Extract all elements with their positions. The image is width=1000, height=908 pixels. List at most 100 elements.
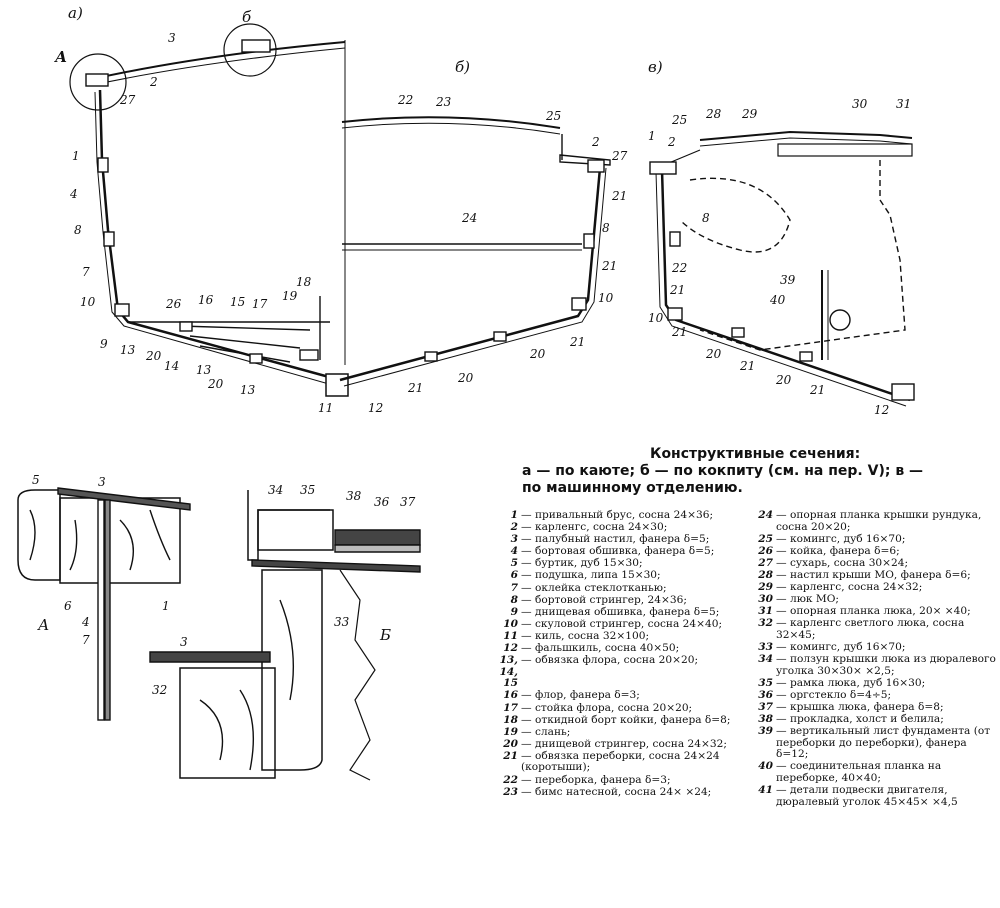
legend-entry: 37— крышка люка, фанера δ=8;: [747, 701, 997, 714]
callout-v-21d: 21: [809, 383, 825, 397]
callout-b-20: 20: [529, 347, 546, 361]
legend-entry: 34— ползун крышки люка из дюралевого уго…: [747, 653, 997, 677]
callout-v-8: 8: [702, 211, 710, 225]
legend-entry: 6— подушка, липа 15×30;: [492, 570, 742, 582]
legend-entry: 16— флор, фанера δ=3;: [492, 690, 742, 702]
legend-text: — переборка, фанера δ=3;: [521, 773, 671, 786]
callout-a-2: 2: [149, 75, 158, 89]
legend-text: — откидной борт койки, фанера δ=8;: [521, 713, 731, 726]
legend-column-left: 1— привальный брус, сосна 24×36;2— карле…: [492, 509, 742, 799]
legend-number: 6: [510, 569, 518, 582]
legend-number: 30: [758, 593, 773, 606]
legend-number: 19: [503, 725, 518, 738]
legend-number: 23: [503, 785, 518, 798]
legend-entry: 23— бимс натесной, сосна 24× ×24;: [492, 785, 742, 799]
legend-text: — опорная планка крышки рундука, сосна 2…: [776, 509, 982, 533]
legend-text: — опорная планка люка, 20× ×40;: [776, 605, 971, 618]
legend-number: 26: [758, 544, 773, 557]
legend-entry: 20— днищевой стрингер, сосна 24×32;: [492, 737, 742, 751]
detail-a-label: А: [37, 616, 49, 634]
legend-text: — бимс натесной, сосна 24× ×24;: [521, 785, 712, 798]
callout-a-12: 12: [368, 401, 383, 415]
callout-v-21c: 21: [739, 359, 755, 373]
callouts-b: 22 23 25 2 27 21 24 8 21 10 21 20 21 20: [397, 93, 628, 395]
callout-v-20b: 20: [775, 373, 792, 387]
legend-entry: 8— бортовой стрингер, 24×36;: [492, 593, 742, 607]
legend-text: — прокладка, холст и белила;: [776, 713, 944, 726]
callout-b-2: 2: [591, 135, 600, 149]
detail-b: [149, 490, 421, 781]
figure-caption: Конструктивные сечения: а — по каюте; б …: [522, 446, 992, 497]
callout-a-8: 8: [74, 223, 82, 237]
callout-a-3: 3: [168, 31, 176, 45]
legend-entry: 4— бортовая обшивка, фанера δ=5;: [492, 546, 742, 558]
callout-a-15: 15: [230, 295, 245, 309]
detail-b-label: Б: [379, 626, 391, 644]
legend-text: — крышка люка, фанера δ=8;: [776, 701, 944, 713]
legend-text: — рамка люка, дуб 16×30;: [776, 676, 926, 689]
legend-text: — бортовой стрингер, 24×36;: [521, 593, 687, 606]
legend-number: 13, 14, 15: [499, 654, 518, 690]
legend-number: 28: [758, 568, 773, 581]
legend-text: — палубный настил, фанера δ=5;: [521, 533, 710, 546]
callout-b-23: 23: [435, 95, 452, 109]
legend-column-right: 24— опорная планка крышки рундука, сосна…: [747, 509, 997, 809]
callout-a-26: 26: [165, 297, 182, 311]
callout-a-13: 13: [120, 343, 136, 357]
callout-b-21: 21: [611, 189, 627, 203]
legend-entry: 21— обвязка переборки, сосна 24×24 (коро…: [492, 749, 742, 774]
view-label-v: в): [648, 58, 663, 76]
section-v-hull: [649, 130, 915, 407]
legend-number: 17: [503, 701, 518, 714]
legend-number: 22: [503, 773, 518, 786]
callout-a-18: 18: [296, 275, 312, 289]
callouts-detail-a: 5 3 6 1 4 7: [32, 473, 170, 647]
legend-entry: 9— днищевая обшивка, фанера δ=5;: [492, 605, 742, 619]
callout-v-21: 21: [669, 283, 685, 297]
section-b-hull: [339, 116, 611, 387]
callout-b-21d: 21: [407, 381, 423, 395]
parts-legend: 1— привальный брус, сосна 24×36;2— карле…: [492, 509, 997, 905]
callout-da-6: 6: [64, 599, 72, 613]
legend-entry: 24— опорная планка крышки рундука, сосна…: [747, 509, 997, 533]
legend-text: — днищевая обшивка, фанера δ=5;: [521, 605, 720, 618]
callouts-v: 28 29 30 31 25 2 1 8 22 21 10 39 40 21 2…: [648, 97, 911, 417]
callout-da-7: 7: [82, 633, 90, 647]
legend-number: 36: [758, 688, 773, 701]
callout-v-20: 20: [705, 347, 722, 361]
legend-entry: 19— слань;: [492, 725, 742, 739]
callout-a-4: 4: [69, 187, 78, 201]
legend-entry: 40— соединительная планка на переборке, …: [747, 761, 997, 784]
legend-text: — оклейка стеклотканью;: [521, 581, 667, 594]
legend-entry: 10— скуловой стрингер, сосна 24×40;: [492, 618, 742, 631]
callout-db-38: 38: [346, 489, 362, 503]
callout-b-8: 8: [602, 221, 610, 235]
callout-v-21b: 21: [671, 325, 687, 339]
callout-a-1: 1: [72, 149, 80, 163]
callout-b-27: 27: [611, 149, 628, 163]
callout-v-39: 39: [780, 273, 796, 287]
callout-b-21c: 21: [569, 335, 585, 349]
legend-text: — привальный брус, сосна 24×36;: [521, 509, 714, 521]
legend-entry: 2— карленгс, сосна 24×30;: [492, 521, 742, 534]
callout-b-22: 22: [397, 93, 413, 107]
legend-text: — флор, фанера δ=3;: [521, 689, 640, 702]
legend-text: — койка, фанера δ=6;: [776, 544, 900, 557]
legend-text: — обвязка переборки, сосна 24×24 (короты…: [521, 749, 720, 774]
legend-text: — карленгс светлого люка, сосна 32×45;: [776, 617, 965, 641]
legend-text: — днищевой стрингер, сосна 24×32;: [521, 737, 727, 750]
legend-text: — слань;: [521, 725, 571, 738]
legend-number: 18: [503, 713, 518, 726]
callout-a-11: 11: [318, 401, 333, 415]
legend-entry: 26— койка, фанера δ=6;: [747, 544, 997, 558]
legend-entry: 11— киль, сосна 32×100;: [492, 630, 742, 643]
legend-entry: 32— карленгс светлого люка, сосна 32×45;: [747, 617, 997, 641]
legend-text: — соединительная планка на переборке, 40…: [776, 760, 942, 785]
view-label-a: а): [68, 4, 83, 22]
legend-number: 12: [503, 642, 518, 655]
detail-a-mark: А: [54, 48, 67, 66]
callout-a-7: 7: [82, 265, 90, 279]
legend-number: 2: [510, 521, 518, 534]
legend-number: 7: [510, 581, 518, 594]
legend-entry: 31— опорная планка люка, 20× ×40;: [747, 606, 997, 618]
